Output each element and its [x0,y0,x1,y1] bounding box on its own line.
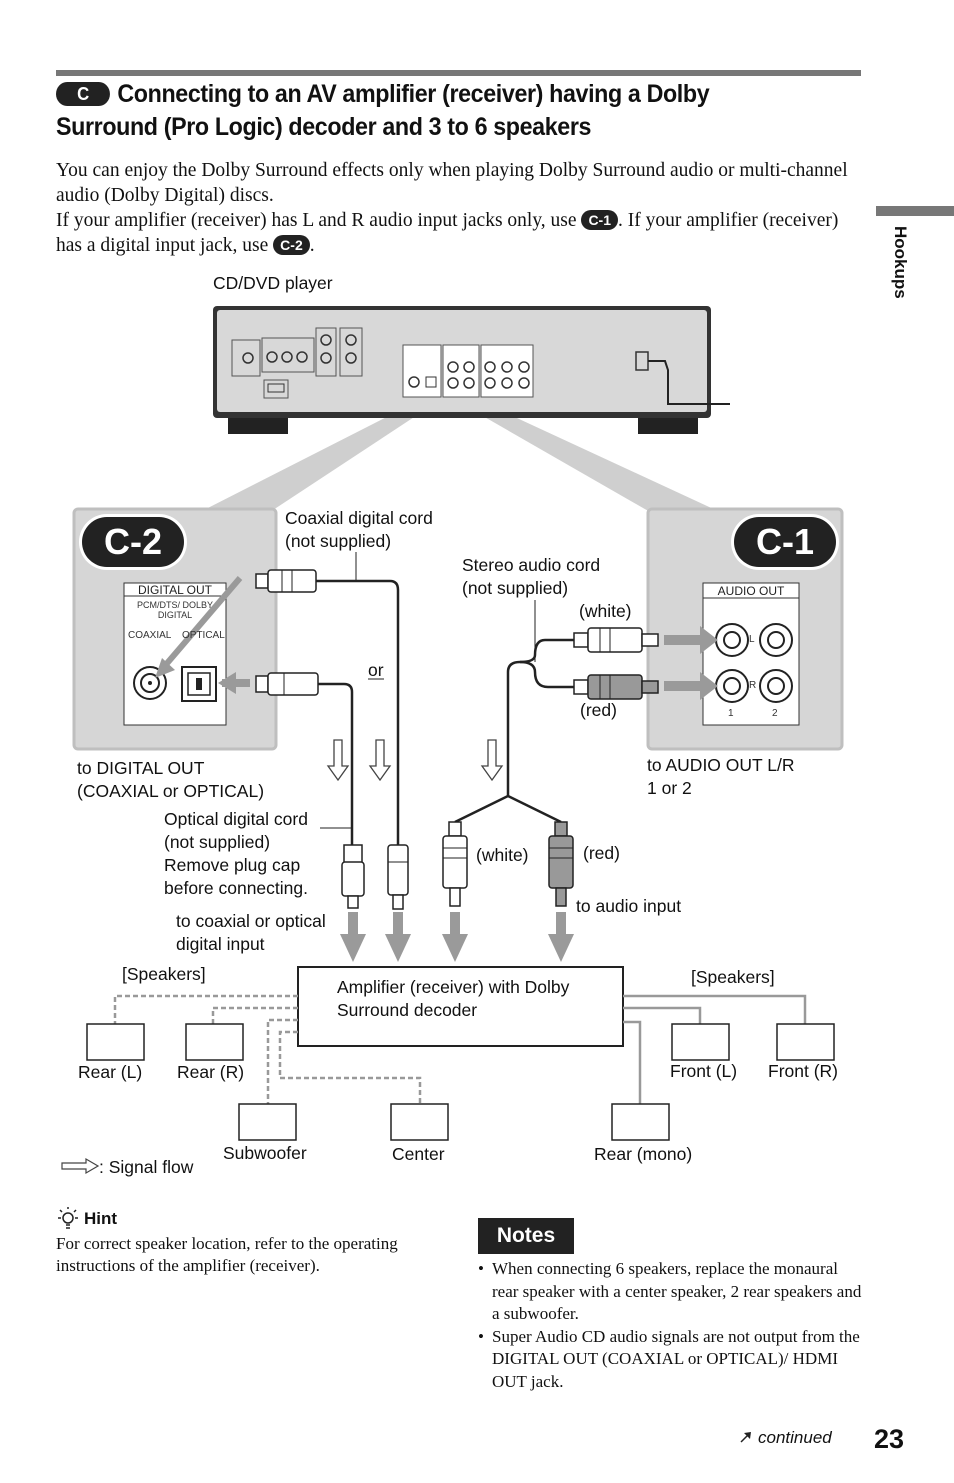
intro-line-2: If your amplifier (receiver) has L and R… [56,210,839,256]
note-item-1: When connecting 6 speakers, replace the … [478,1258,868,1326]
speaker-subwoofer [238,1103,297,1141]
white-top-label: (white) [579,601,632,621]
red-bottom-label: (red) [583,843,620,863]
speaker-wires [113,994,807,1104]
continued-text: continued [758,1428,832,1447]
title-text: Connecting to an AV amplifier (receiver)… [56,80,710,141]
speaker-boxes [86,1023,835,1141]
signal-flow-label: : Signal flow [99,1157,194,1177]
front-l-label: Front (L) [670,1061,738,1081]
c1-jack-r: R [749,680,757,691]
amplifier-box [297,966,624,1047]
subwoofer-label: Subwoofer [223,1143,307,1163]
cd-dvd-player [213,306,730,434]
section-badge: C [56,82,110,106]
c1-num-1: 1 [728,708,734,719]
note-item-2: Super Audio CD audio signals are not out… [478,1326,868,1394]
c1-jack-l: L [749,634,755,645]
rear-l-label: Rear (L) [78,1062,143,1082]
hint-lightbulb-icon [58,1207,78,1229]
to-audio-out-label: to AUDIO OUT L/R 1 or 2 [647,755,795,798]
to-coax-optical-label: to coaxial or optical digital input [176,911,326,954]
badge-c2: C-2 [82,517,184,567]
amplifier-label: Amplifier (receiver) with Dolby Surround… [337,977,570,1020]
c1-num-2: 2 [772,708,778,719]
side-tab-label: Hookups [891,226,910,299]
hint-text: For correct speaker location, refer to t… [56,1234,398,1275]
notes-list: When connecting 6 speakers, replace the … [476,1258,868,1393]
speaker-rear-r [185,1023,244,1061]
c2-optical-label: OPTICAL [182,630,225,641]
coaxial-cord [255,569,409,910]
rear-mono-label: Rear (mono) [594,1144,693,1164]
page-number: 23 [874,1424,905,1454]
white-bottom-label: (white) [476,845,529,865]
to-digital-out-label: to DIGITAL OUT (COAXIAL or OPTICAL) [77,758,265,801]
intro-text: You can enjoy the Dolby Surround effects… [56,158,861,258]
center-label: Center [392,1144,445,1164]
stereo-audio-cord [442,627,659,907]
panel-c2 [72,507,278,751]
side-tab-bar [876,206,954,216]
c2-funnel [200,400,440,512]
front-r-label: Front (R) [768,1061,838,1081]
rear-r-label: Rear (R) [177,1062,245,1082]
speaker-front-l [671,1023,730,1061]
c1-box-title: AUDIO OUT [717,584,785,598]
red-top-label: (red) [580,700,617,720]
signal-flow-legend-arrow [61,1157,100,1175]
speakers-left-label: [Speakers] [122,964,206,984]
optical-cord-label: Optical digital cord (not supplied) Remo… [164,809,308,898]
badge-c1-inline: C-1 [581,210,618,230]
notes-heading: Notes [478,1218,574,1254]
intro-line-1: You can enjoy the Dolby Surround effects… [56,160,848,206]
speakers-right-label: [Speakers] [691,967,775,987]
input-arrows [340,912,574,962]
c1-funnel [455,400,720,512]
optical-cord [255,672,365,909]
badge-c1: C-1 [734,517,836,567]
speaker-front-r [776,1023,835,1061]
c2-coaxial-label: COAXIAL [128,630,172,641]
speaker-rear-mono [611,1103,670,1141]
c2-box-title: DIGITAL OUT [137,583,212,597]
top-rule [56,70,861,76]
signal-flow-arrows [326,739,504,782]
or-label: or [368,660,384,680]
speaker-center [390,1103,449,1141]
coax-cord-label: Coaxial digital cord (not supplied) [285,508,433,551]
speaker-rear-l [86,1023,145,1061]
hint-heading: Hint [84,1209,118,1228]
continued-arrow-icon [740,1432,751,1443]
panel-c1 [646,507,844,751]
c2-box-sub: PCM/DTS/ DOLBY DIGITAL [136,600,213,620]
to-audio-input-label: to audio input [576,896,682,916]
stereo-cord-label: Stereo audio cord (not supplied) [462,555,601,598]
badge-c2-inline: C-2 [273,235,310,255]
player-label: CD/DVD player [213,273,333,293]
